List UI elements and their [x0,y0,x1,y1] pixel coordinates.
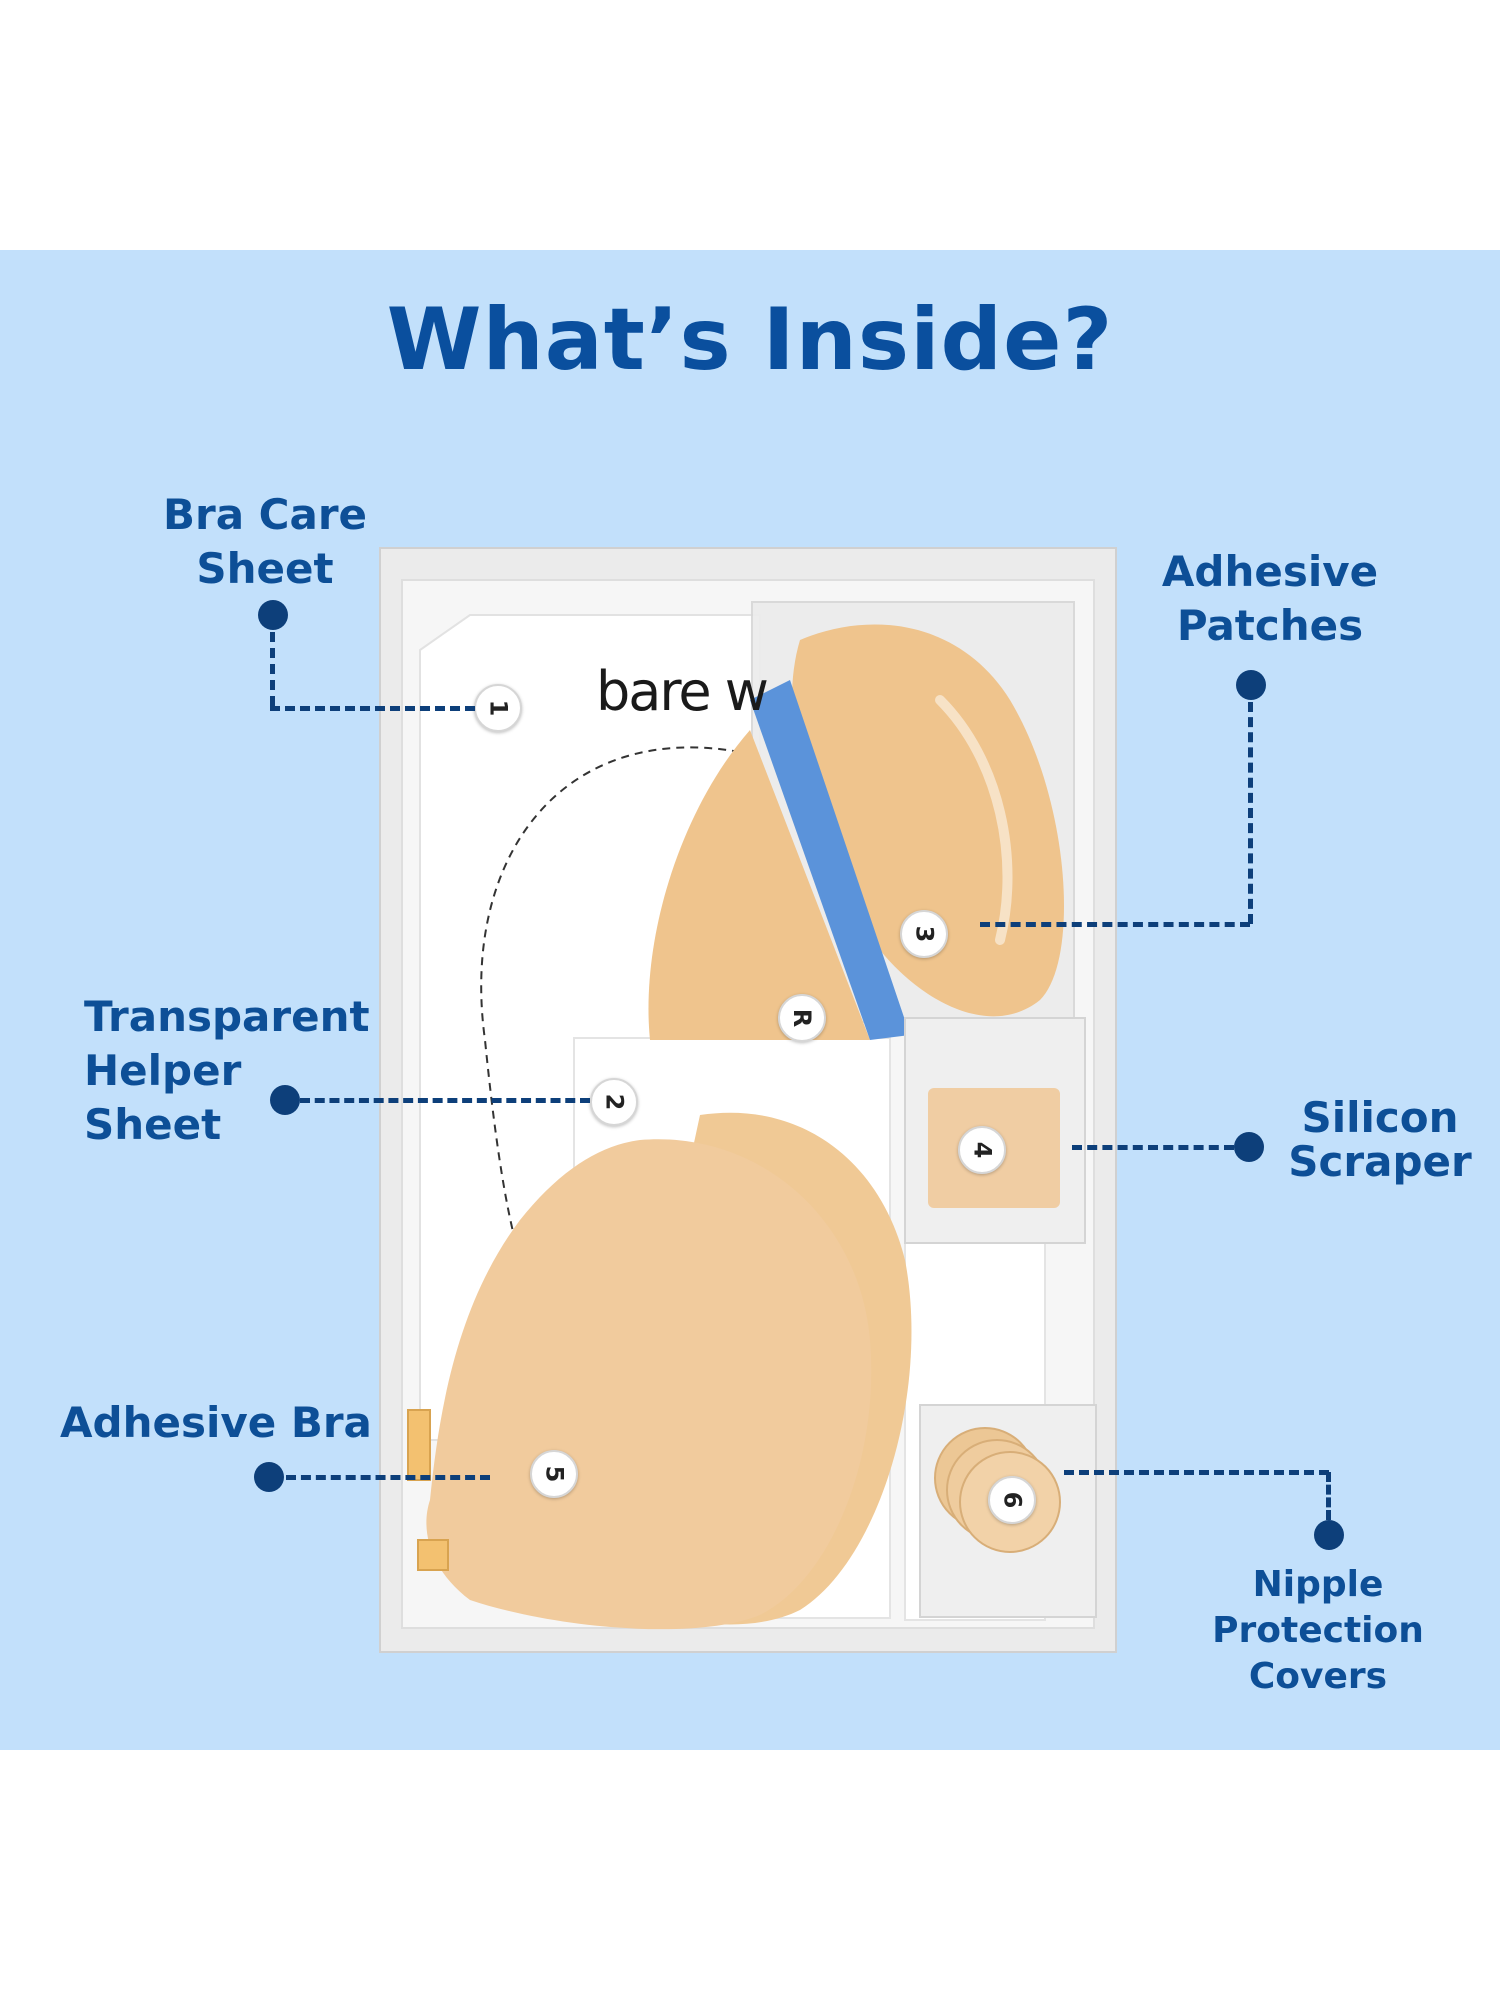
label-nipple-protection-covers: Nipple Protection Covers [1212,1564,1424,1697]
page-title: What’s Inside? [386,290,1114,390]
connector-dot-2 [270,1085,300,1115]
connector-dot-4 [1234,1132,1264,1162]
label-bra-care-sheet: Bra Care Sheet [162,490,368,593]
connector-line-6a [1326,1472,1331,1520]
connector-line-4 [1072,1145,1234,1150]
label-silicon-scraper: Silicon Scraper [1288,1093,1472,1186]
label-adhesive-patches: Adhesive Patches [1161,547,1379,650]
connector-line-3a [1248,702,1253,924]
adhesive-patch-highlight [935,695,1013,945]
number-badge-4: 4 [958,1126,1006,1174]
connector-dot-6 [1314,1520,1344,1550]
bra-clasp-bottom [417,1539,449,1571]
number-badge-5: 5 [530,1450,578,1498]
number-badge-3: 3 [900,910,948,958]
bra-clasp-left [407,1409,431,1481]
brand-logo-text: bare w [596,660,769,723]
connector-line-5 [286,1475,490,1480]
adhesive-bra-front-cup [426,1139,872,1630]
blue-release-strip [750,680,910,1040]
number-badge-1: 1 [474,684,522,732]
side-marker-badge: R [778,994,826,1042]
connector-dot-1 [258,600,288,630]
connector-dot-5 [254,1462,284,1492]
connector-dot-3 [1236,670,1266,700]
connector-line-3b [980,922,1250,927]
connector-line-2 [300,1098,590,1103]
label-transparent-helper-sheet: Transparent Helper Sheet [84,992,370,1149]
connector-line-1b [270,706,475,711]
connector-line-1a [270,632,275,706]
number-badge-6: 6 [988,1476,1036,1524]
label-adhesive-bra: Adhesive Bra [60,1398,372,1447]
number-badge-2: 2 [590,1078,638,1126]
connector-line-6b [1064,1470,1329,1475]
adhesive-patch-triangle [648,730,870,1040]
sheet-dashed-outline [480,746,741,1241]
